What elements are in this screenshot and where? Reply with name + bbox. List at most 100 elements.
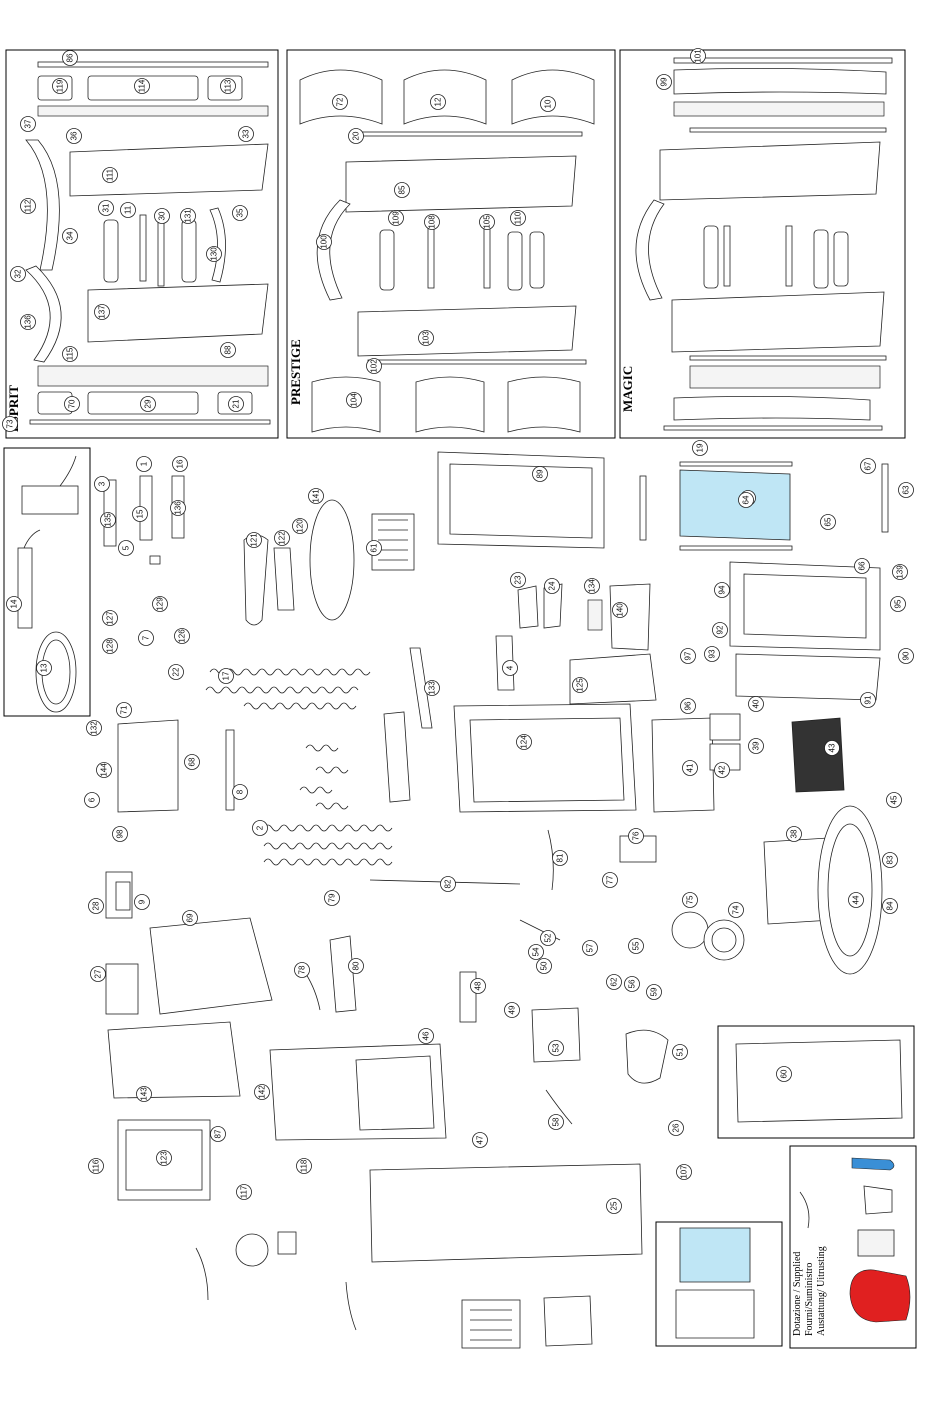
part-number-label: 76 bbox=[632, 831, 641, 840]
part-number-label: 132 bbox=[90, 721, 99, 735]
part-callout: 87 bbox=[210, 1126, 226, 1142]
part-callout-circle bbox=[210, 1126, 226, 1142]
part-callout: 66 bbox=[854, 558, 870, 574]
part-callout-circle bbox=[388, 210, 404, 226]
part-callout: 12 bbox=[430, 94, 446, 110]
part-number-label: 113 bbox=[224, 79, 233, 92]
part-number-label: 16 bbox=[176, 459, 185, 468]
part-callout-circle bbox=[504, 1002, 520, 1018]
part-number-label: 19 bbox=[696, 443, 705, 452]
part-number-label: 23 bbox=[514, 575, 523, 584]
part-number-label: 69 bbox=[186, 913, 195, 922]
part-callout-circle bbox=[120, 202, 136, 218]
part-callout-circle bbox=[860, 458, 876, 474]
part-callout: 45 bbox=[886, 792, 902, 808]
part-callout: 70 bbox=[64, 396, 80, 412]
part-number-label: 121 bbox=[250, 533, 259, 547]
part-number-label: 109 bbox=[392, 211, 401, 225]
part-callout-circle bbox=[572, 677, 588, 693]
part-callout: 27 bbox=[90, 966, 106, 982]
part-number-label: 53 bbox=[552, 1043, 561, 1052]
part-callout: 56 bbox=[624, 976, 640, 992]
part-number-label: 102 bbox=[370, 359, 379, 373]
part-callout-circle bbox=[860, 692, 876, 708]
part-callout: 109 bbox=[388, 210, 404, 226]
part-callout-circle bbox=[274, 530, 290, 546]
part-callout-circle bbox=[502, 660, 518, 676]
part-callout-circle bbox=[62, 346, 78, 362]
part-callout: 63 bbox=[898, 482, 914, 498]
part-number-label: 129 bbox=[156, 597, 165, 611]
part-callout: 78 bbox=[294, 962, 310, 978]
part-callout: 34 bbox=[62, 228, 78, 244]
part-number-label: 114 bbox=[138, 79, 147, 92]
part-number-label: 126 bbox=[178, 629, 187, 643]
part-callout-circle bbox=[232, 205, 248, 221]
part-number-label: 118 bbox=[300, 1159, 309, 1172]
magic-parts bbox=[635, 57, 893, 431]
part-callout: 9 bbox=[134, 894, 150, 910]
part-callout-circle bbox=[672, 1044, 688, 1060]
part-callout-circle bbox=[552, 850, 568, 866]
part-callout-circle bbox=[6, 596, 22, 612]
part-callout: 52 bbox=[540, 930, 556, 946]
part-number-label: 39 bbox=[752, 741, 761, 750]
part-callout: 83 bbox=[882, 852, 898, 868]
part-callout-circle bbox=[848, 892, 864, 908]
part-callout: 123 bbox=[156, 1150, 172, 1166]
part-callout-circle bbox=[84, 792, 100, 808]
part-number-label: 123 bbox=[160, 1151, 169, 1165]
part-callout-circle bbox=[228, 396, 244, 412]
part-number-label: 111 bbox=[106, 168, 115, 181]
part-callout: 82 bbox=[440, 876, 456, 892]
part-callout-circle bbox=[424, 680, 440, 696]
part-callout: 102 bbox=[366, 358, 382, 374]
part-callout: 121 bbox=[246, 532, 262, 548]
part-number-label: 11 bbox=[124, 205, 133, 214]
part-number-label: 17 bbox=[222, 671, 231, 680]
part-callout: 62 bbox=[606, 974, 622, 990]
part-callout-circle bbox=[418, 330, 434, 346]
part-callout-circle bbox=[220, 78, 236, 94]
part-callout-circle bbox=[628, 828, 644, 844]
part-callout-circle bbox=[152, 596, 168, 612]
part-callout-circle bbox=[184, 754, 200, 770]
part-callout: 5 bbox=[118, 540, 134, 556]
part-callout: 20 bbox=[348, 128, 364, 144]
part-callout: 126 bbox=[174, 628, 190, 644]
part-callout: 117 bbox=[236, 1184, 252, 1200]
part-callout: 65 bbox=[820, 514, 836, 530]
part-number-label: 33 bbox=[242, 129, 251, 138]
part-number-label: 100 bbox=[320, 235, 329, 249]
part-callout-circle bbox=[612, 602, 628, 618]
part-number-label: 10 bbox=[544, 99, 553, 108]
part-number-label: 137 bbox=[98, 305, 107, 319]
part-number-label: 12 bbox=[434, 97, 443, 106]
part-callout-circle bbox=[418, 1028, 434, 1044]
part-callout: 103 bbox=[418, 330, 434, 346]
part-number-label: 77 bbox=[606, 875, 615, 884]
part-callout: 134 bbox=[584, 578, 600, 594]
part-callout: 94 bbox=[714, 582, 730, 598]
part-callout-circle bbox=[532, 466, 548, 482]
part-callout: 90 bbox=[898, 648, 914, 664]
part-callout-circle bbox=[116, 702, 132, 718]
part-callout: 29 bbox=[140, 396, 156, 412]
part-callout: 64 bbox=[738, 492, 754, 508]
part-number-label: 32 bbox=[14, 269, 23, 278]
part-callout-circle bbox=[94, 304, 110, 320]
part-number-label: 124 bbox=[520, 735, 529, 749]
part-number-label: 130 bbox=[210, 247, 219, 261]
prestige-panel bbox=[286, 49, 616, 439]
part-callout-circle bbox=[156, 1150, 172, 1166]
part-number-label: 14 bbox=[10, 599, 19, 608]
part-number-label: 96 bbox=[684, 701, 693, 710]
part-callout-circle bbox=[132, 506, 148, 522]
part-number-label: 119 bbox=[56, 79, 65, 92]
part-callout-circle bbox=[748, 696, 764, 712]
part-callout: 51 bbox=[672, 1044, 688, 1060]
part-callout-circle bbox=[692, 440, 708, 456]
part-callout-circle bbox=[479, 214, 495, 230]
prestige-title: PRESTIGE bbox=[288, 339, 303, 405]
part-callout: 108 bbox=[424, 214, 440, 230]
